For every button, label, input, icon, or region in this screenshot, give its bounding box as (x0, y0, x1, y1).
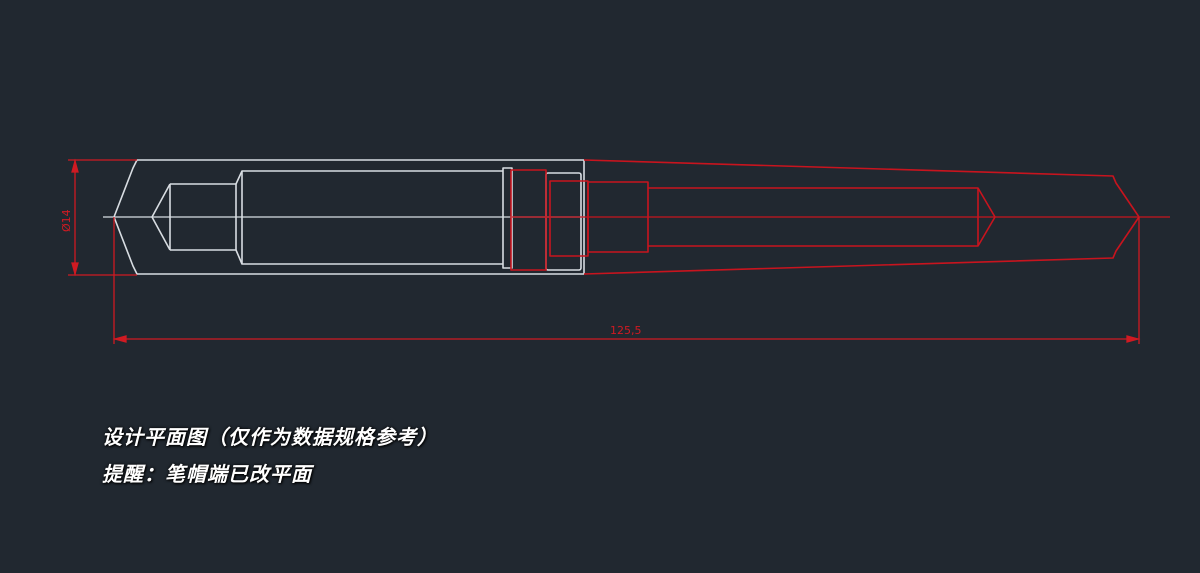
drawing-title-caption: 设计平面图（仅作为数据规格参考） (102, 425, 438, 449)
reminder-caption: 提醒：笔帽端已改平面 (102, 462, 312, 486)
cap-outline (103, 159, 585, 275)
dimension-lines (68, 158, 1141, 344)
diameter-label: Ø14 (60, 209, 73, 232)
body-outline (510, 159, 1170, 275)
length-label: 125,5 (610, 324, 642, 337)
